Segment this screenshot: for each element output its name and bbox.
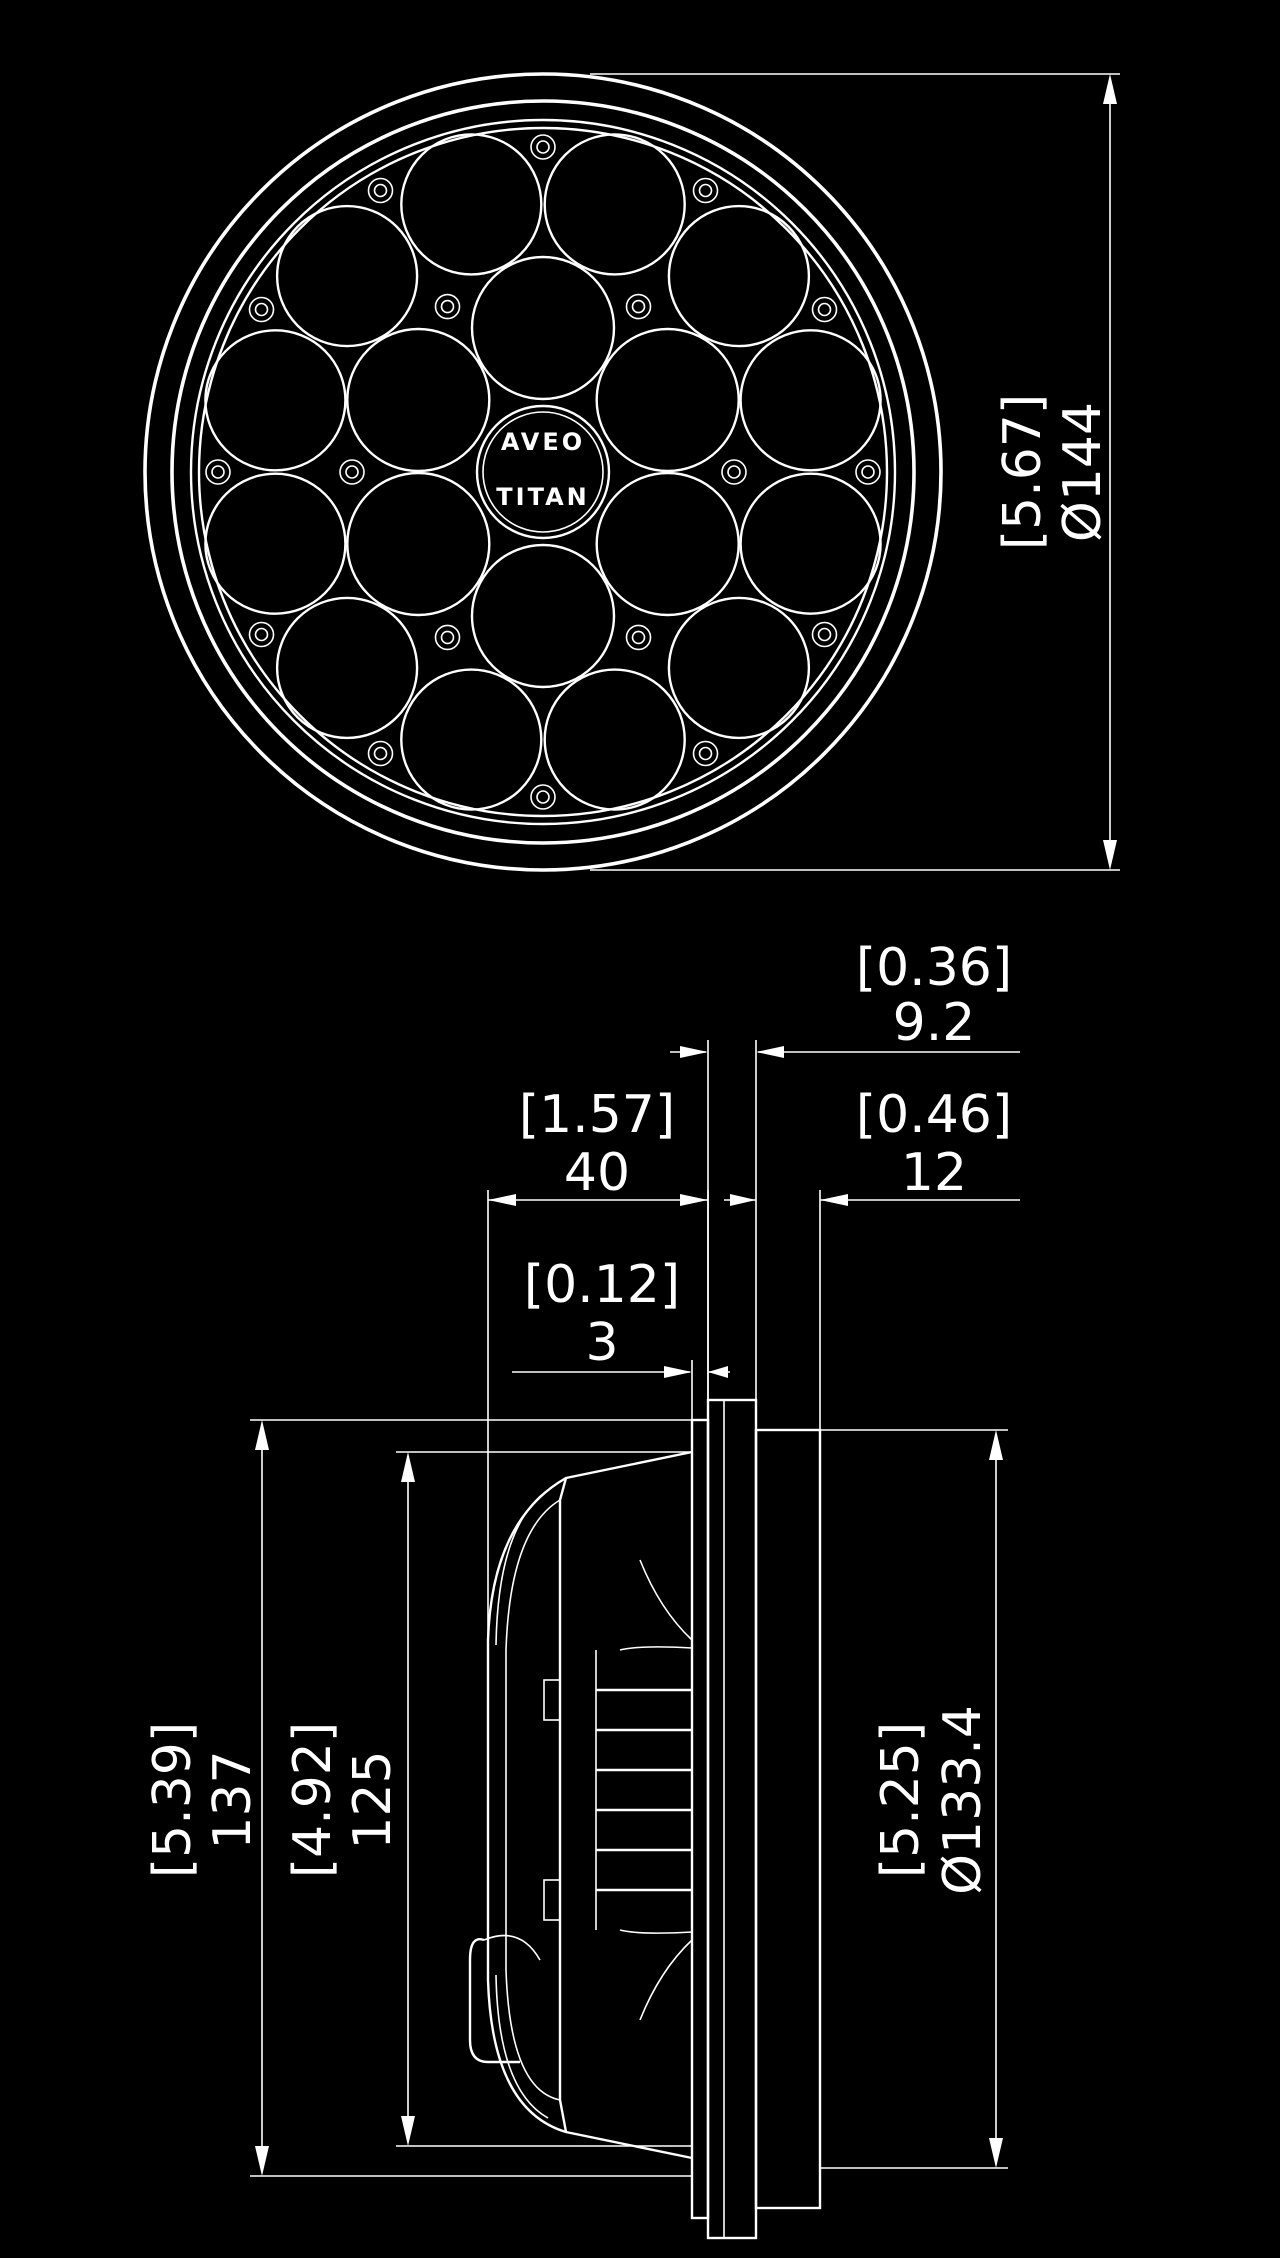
dim-body-depth: [1.57] 40 [487, 1085, 709, 1640]
led-cup [346, 327, 491, 473]
screw-head [345, 465, 359, 479]
screw-icon [692, 177, 719, 204]
led-cup [595, 471, 740, 617]
dim-gap-mm: 3 [585, 1313, 618, 1373]
screw-icon [367, 177, 394, 204]
dim-overall-diameter: [5.67] Ø144 [590, 73, 1120, 871]
screw-head [373, 746, 388, 761]
screw-icon [625, 293, 652, 320]
screw-icon [367, 740, 394, 767]
dim-body-depth-inch: [1.57] [519, 1085, 675, 1145]
led-cup [739, 472, 882, 615]
led-cup [204, 472, 347, 615]
screw-head [536, 790, 550, 804]
outer-rim [143, 72, 943, 872]
logo-badge [475, 404, 611, 540]
screw-icon [811, 621, 838, 648]
led-cup [543, 133, 686, 276]
logo-badge-inner [482, 411, 604, 533]
dim-body-depth-mm: 40 [564, 1143, 630, 1203]
dim-ring-diameter-inch: [5.25] [871, 1722, 931, 1878]
screw-icon [811, 296, 838, 323]
screw-head [817, 302, 832, 317]
screw-icon [721, 459, 747, 485]
led-cup [739, 329, 882, 472]
screw-head [254, 627, 269, 642]
led-cup [667, 204, 811, 348]
dim-housing-height-inch: [5.39] [143, 1722, 203, 1878]
screw-head [861, 465, 875, 479]
rim-inner-edge [170, 99, 916, 845]
screw-head [536, 140, 550, 154]
mounting-flange [706, 1398, 758, 2240]
screw-icon [248, 621, 275, 648]
led-cup [400, 133, 543, 276]
screw-head [440, 630, 455, 645]
screw-head [727, 465, 741, 479]
screw-icon [625, 624, 652, 651]
logo-text-line1: AVEO [501, 428, 585, 456]
led-cup [543, 668, 686, 811]
screw-head [631, 299, 646, 314]
led-cup [400, 668, 543, 811]
screw-head [817, 627, 832, 642]
dim-flange-thickness: [0.36] 9.2 [670, 938, 1020, 1400]
led-cup [275, 596, 419, 740]
dim-overall-diameter-inch: [5.67] [993, 394, 1053, 550]
dim-flange-thickness-mm: 9.2 [893, 993, 976, 1053]
flange-lip [690, 1418, 710, 2220]
screw-head [373, 183, 388, 198]
side-view [468, 1398, 822, 2240]
led-cup [470, 255, 616, 401]
led-cup [470, 543, 616, 689]
led-cups [204, 133, 882, 811]
lens-face [197, 126, 889, 818]
screw-icon [339, 459, 365, 485]
dim-ring-depth-mm: 12 [901, 1143, 967, 1203]
dim-lens-height-inch: [4.92] [283, 1722, 343, 1878]
screw-icon [530, 134, 556, 160]
led-cup [346, 471, 491, 617]
screw-icon [855, 459, 881, 485]
dim-ring-depth-inch: [0.46] [856, 1085, 1012, 1145]
screw-icon [205, 459, 231, 485]
screw-icon [692, 740, 719, 767]
dim-gap-inch: [0.12] [524, 1255, 680, 1315]
dim-lens-height: [4.92] 125 [283, 1451, 692, 2147]
logo-text-line2: TITAN [496, 483, 589, 511]
bezel-ring [189, 118, 897, 826]
dim-housing-height-mm: 137 [203, 1750, 263, 1849]
screw-head [211, 465, 225, 479]
screw-icon [434, 293, 461, 320]
screw-icon [434, 624, 461, 651]
cooling-fins [543, 1559, 693, 2021]
screw-head [631, 630, 646, 645]
led-cup [275, 204, 419, 348]
screw-head [698, 746, 713, 761]
led-cup [204, 329, 347, 472]
led-cup [595, 327, 740, 473]
screw-head [698, 183, 713, 198]
dim-flange-thickness-inch: [0.36] [856, 938, 1012, 998]
dim-gap: [0.12] 3 [512, 1255, 730, 1420]
dim-ring-diameter: [5.25] Ø133.4 [820, 1429, 1008, 2169]
dim-lens-height-mm: 125 [343, 1750, 403, 1849]
housing-profile [558, 1450, 693, 2160]
dim-housing-height: [5.39] 137 [143, 1419, 692, 2177]
dim-overall-diameter-mm: Ø144 [1053, 402, 1113, 542]
dim-ring-depth: [0.46] 12 [724, 1085, 1020, 1430]
screw-head [440, 299, 455, 314]
cap [468, 1938, 520, 2064]
front-view: AVEO TITAN [143, 72, 943, 872]
screw-icon [248, 296, 275, 323]
dim-ring-diameter-mm: Ø133.4 [933, 1705, 993, 1895]
screw-icon [530, 784, 556, 810]
mounting-screws [205, 134, 881, 810]
screw-head [254, 302, 269, 317]
rear-ring [754, 1428, 822, 2210]
led-cup [667, 596, 811, 740]
lens-dome [486, 1476, 567, 2134]
